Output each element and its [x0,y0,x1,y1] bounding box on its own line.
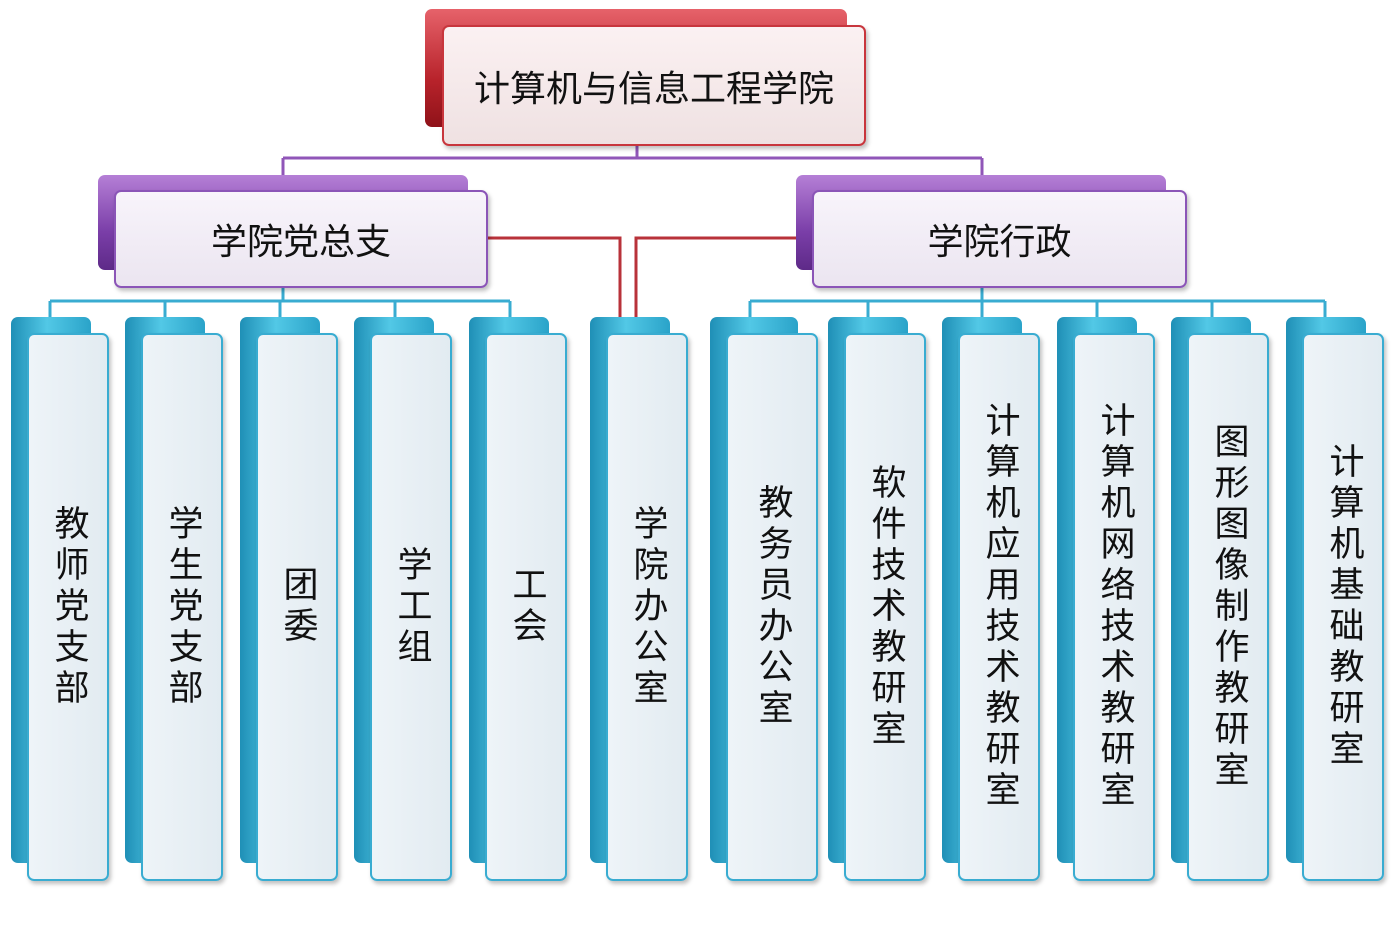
unit-label: 图形图像制作教研室 [1208,422,1249,792]
unit-label: 计算机应用技术教研室 [979,402,1020,812]
unit-label: 团委 [277,566,318,648]
shared-office-connector [487,236,800,318]
shared-office-label: 学院办公室 [627,504,668,710]
party-connector [48,288,512,320]
unit-label: 学生党支部 [162,504,203,710]
admin-branch-label: 学院行政 [927,222,1072,263]
unit-label: 计算机基础教研室 [1323,443,1364,771]
unit-label: 教务员办公室 [752,484,793,730]
unit-label: 学工组 [391,545,432,669]
college-label: 计算机与信息工程学院 [473,68,834,110]
admin-connector [748,288,1327,320]
party-branch-label: 学院党总支 [210,222,391,263]
unit-label: 教师党支部 [48,504,89,710]
unit-label: 计算机网络技术教研室 [1094,402,1135,812]
unit-label: 工会 [506,566,547,648]
root-connector [281,145,984,180]
unit-label: 软件技术教研室 [865,463,906,751]
